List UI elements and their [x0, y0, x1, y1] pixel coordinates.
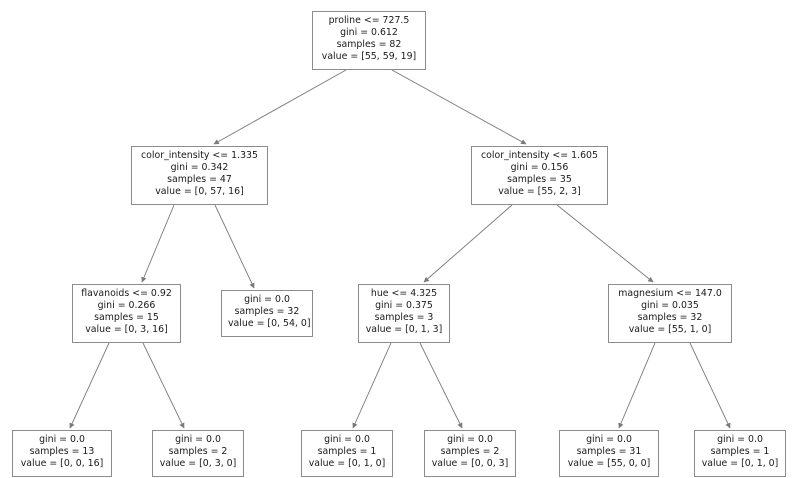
- node-line-3: value = [55, 1, 0]: [628, 324, 712, 336]
- node-line-1: samples = 2: [168, 446, 228, 458]
- tree-edge-n3-n8: [142, 342, 185, 429]
- node-line-1: samples = 32: [234, 306, 300, 318]
- tree-edge-n1-n3: [141, 204, 175, 283]
- node-line-0: gini = 0.0: [39, 434, 85, 445]
- node-line-2: samples = 32: [637, 312, 703, 324]
- node-line-0: color_intensity <= 1.335: [141, 150, 258, 161]
- node-line-0: gini = 0.0: [175, 434, 221, 445]
- node-line-0: proline <= 727.5: [328, 15, 410, 26]
- node-line-1: gini = 0.156: [510, 162, 569, 174]
- tree-edge-n5-n9: [352, 342, 392, 429]
- node-line-2: value = [0, 3, 0]: [159, 458, 237, 470]
- node-line-1: samples = 1: [710, 446, 770, 458]
- node-line-2: value = [0, 54, 0]: [228, 318, 311, 330]
- node-line-2: samples = 47: [167, 174, 232, 186]
- tree-edge-n6-n12: [689, 342, 731, 429]
- node-line-3: value = [0, 57, 16]: [155, 186, 244, 198]
- node-line-1: gini = 0.375: [375, 300, 433, 312]
- node-line-2: value = [0, 1, 0]: [701, 458, 779, 470]
- node-line-3: value = [0, 3, 16]: [85, 324, 168, 336]
- node-line-3: value = [0, 1, 3]: [365, 324, 443, 336]
- tree-edge-n1-n4: [214, 204, 255, 289]
- tree-edges: [69, 69, 731, 429]
- node-line-2: value = [0, 1, 0]: [308, 458, 386, 470]
- node-line-2: samples = 82: [336, 39, 402, 51]
- node-line-0: magnesium <= 147.0: [618, 288, 722, 299]
- node-line-0: gini = 0.0: [717, 434, 763, 445]
- node-line-0: color_intensity <= 1.605: [481, 150, 598, 161]
- node-line-1: gini = 0.266: [97, 300, 156, 312]
- tree-edge-n2-n6: [556, 204, 654, 283]
- tree-edge-n2-n5: [423, 204, 513, 283]
- node-line-0: gini = 0.0: [586, 434, 632, 445]
- node-line-0: gini = 0.0: [447, 434, 493, 445]
- node-line-1: samples = 31: [576, 446, 642, 458]
- node-line-1: gini = 0.612: [340, 27, 398, 39]
- node-line-2: value = [0, 0, 3]: [431, 458, 509, 470]
- node-line-3: value = [55, 59, 19]: [321, 51, 417, 63]
- tree-edge-n5-n10: [419, 342, 463, 429]
- node-line-0: gini = 0.0: [244, 294, 290, 305]
- tree-edge-n0-n2: [391, 69, 527, 145]
- node-line-2: value = [0, 0, 16]: [20, 458, 104, 470]
- tree-edge-n0-n1: [213, 69, 347, 145]
- node-line-0: flavanoids <= 0.92: [81, 288, 172, 299]
- node-line-2: value = [55, 0, 0]: [567, 458, 651, 470]
- node-line-2: samples = 3: [374, 312, 434, 324]
- node-line-3: value = [55, 2, 3]: [498, 186, 581, 198]
- tree-edge-n6-n11: [618, 342, 656, 429]
- node-line-2: samples = 35: [507, 174, 572, 186]
- node-line-1: gini = 0.342: [170, 162, 229, 174]
- node-line-0: gini = 0.0: [324, 434, 370, 445]
- node-line-0: hue <= 4.325: [370, 288, 438, 299]
- node-line-1: samples = 2: [440, 446, 500, 458]
- node-line-1: samples = 13: [29, 446, 95, 458]
- tree-edge-n3-n7: [69, 342, 110, 429]
- node-line-2: samples = 15: [94, 312, 159, 324]
- node-line-1: samples = 1: [317, 446, 377, 458]
- node-line-1: gini = 0.035: [641, 300, 699, 312]
